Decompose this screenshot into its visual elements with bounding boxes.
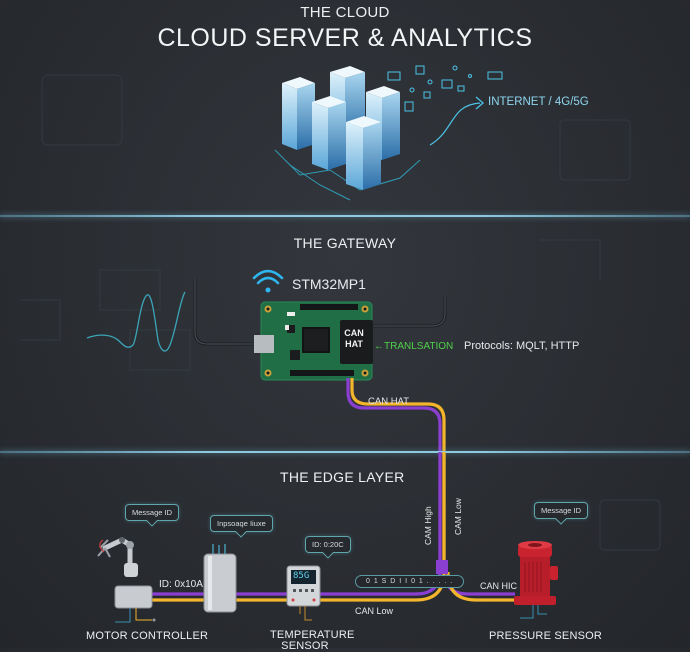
wifi-icon [252,269,284,293]
gateway-section-label: THE GATEWAY [293,235,397,251]
server-rack [312,96,346,170]
can-high-right-label: CAN HIC [480,581,518,591]
can-bus-wires [346,378,446,568]
motor-controller-label: MOTOR CONTROLLER [86,630,209,642]
motor-id-label: ID: 0x10A [159,579,203,590]
can-hat-bus-label: CAN HAT [368,396,409,407]
pressure-message-id-bubble: Message ID [534,502,589,519]
divider-cloud-gateway [0,215,690,217]
can-hat-label-line1: CAN [344,328,364,338]
data-icons [387,65,503,112]
temperature-sensor-label-line2: SENSOR [281,640,329,652]
motor-controller-device [97,537,156,623]
stm32mp1-board [254,301,373,381]
temperature-display: 85G [293,571,310,581]
can-hat-label-line2: HAT [345,339,363,349]
can-low-bottom-label: CAN Low [355,606,394,616]
edge-section-label: THE EDGE LAYER [280,469,405,485]
module-bubble: Inpsoage Iiuxe [210,515,273,532]
internet-link-curve [429,102,481,146]
temperature-id-bubble: ID: 0:20C [305,536,351,553]
temperature-sensor-label: TEMPERATURE SENSOR [270,629,355,652]
internet-link-label: INTERNET / 4G/5G [488,96,589,108]
divider-gateway-edge [0,451,690,453]
translation-label: ←TRANLSATION [374,341,454,352]
temperature-sensor-label-line1: TEMPERATURE [270,629,355,641]
motor-message-id-bubble: Message ID [125,504,180,521]
server-rack [346,116,381,190]
cloud-title: CLOUD SERVER & ANALYTICS [157,24,533,52]
left-cable [194,278,255,345]
data-packet-pill: 0 1 S D I I 0 1 . . . . . [355,575,465,588]
board-name: STM32MP1 [292,276,366,292]
bus-junction [436,560,448,574]
server-rack [282,77,315,150]
pressure-sensor-device [514,541,558,619]
cloud-section-label: THE CLOUD [300,4,390,21]
can-low-vertical-label: CAM Low [453,497,463,535]
pressure-sensor-label: PRESSURE SENSOR [489,630,603,642]
can-hat-label: CAN HAT [343,328,365,350]
arrow-right-icon [475,96,484,110]
protocols-label: Protocols: MQLT, HTTP [464,340,580,352]
junction-module [203,544,237,613]
right-cable [372,295,446,327]
can-high-vertical-label: CAM High [423,506,433,545]
temperature-sensor-device [286,565,321,621]
signal-waveform [86,291,186,352]
